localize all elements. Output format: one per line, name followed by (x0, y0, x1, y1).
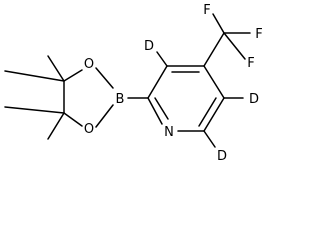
fluorine-top-label: F (203, 3, 210, 18)
deuterium-5-label: D (249, 92, 259, 107)
bond-c4-cf3 (203, 32, 225, 67)
bond-n-c2-inner (154, 97, 169, 120)
fluorine-left-label: F (247, 56, 254, 71)
bond-c3-d (156, 51, 168, 67)
bond-c5-o2 (63, 112, 83, 127)
bond-c4-o1 (63, 69, 83, 82)
bond-c4-c5 (203, 65, 225, 99)
bond-cf3-f-lower (223, 32, 246, 60)
bond-c6-d (203, 130, 216, 148)
atom-labels: O O B N D D D F F F (84, 3, 263, 164)
bond-c5-me-bottom (47, 112, 65, 140)
bond-c5-c6 (203, 97, 225, 132)
structure-diagram: O O B N D D D F F F (4, 3, 263, 164)
deuterium-6-label: D (217, 149, 227, 164)
ring-nitrogen-label: N (164, 125, 174, 140)
deuterium-3-label: D (144, 39, 154, 54)
bond-cf3-f-top (212, 13, 225, 34)
ester-oxygen-lower-label: O (84, 122, 94, 137)
bond-o1-b (95, 67, 114, 89)
boron-label: B (116, 92, 125, 107)
bond-c4-me-top (47, 55, 65, 82)
bond-o2-b (95, 104, 114, 128)
bond-n-c2 (147, 97, 163, 125)
ester-oxygen-upper-label: O (84, 57, 94, 72)
bond-c5-c6-inner (198, 97, 217, 127)
bond-c5-me-left (4, 106, 65, 114)
bonds (4, 13, 251, 148)
bond-c2-c3 (147, 65, 168, 99)
bond-c4-me-left (4, 70, 65, 82)
fluorine-right-label: F (255, 27, 262, 42)
